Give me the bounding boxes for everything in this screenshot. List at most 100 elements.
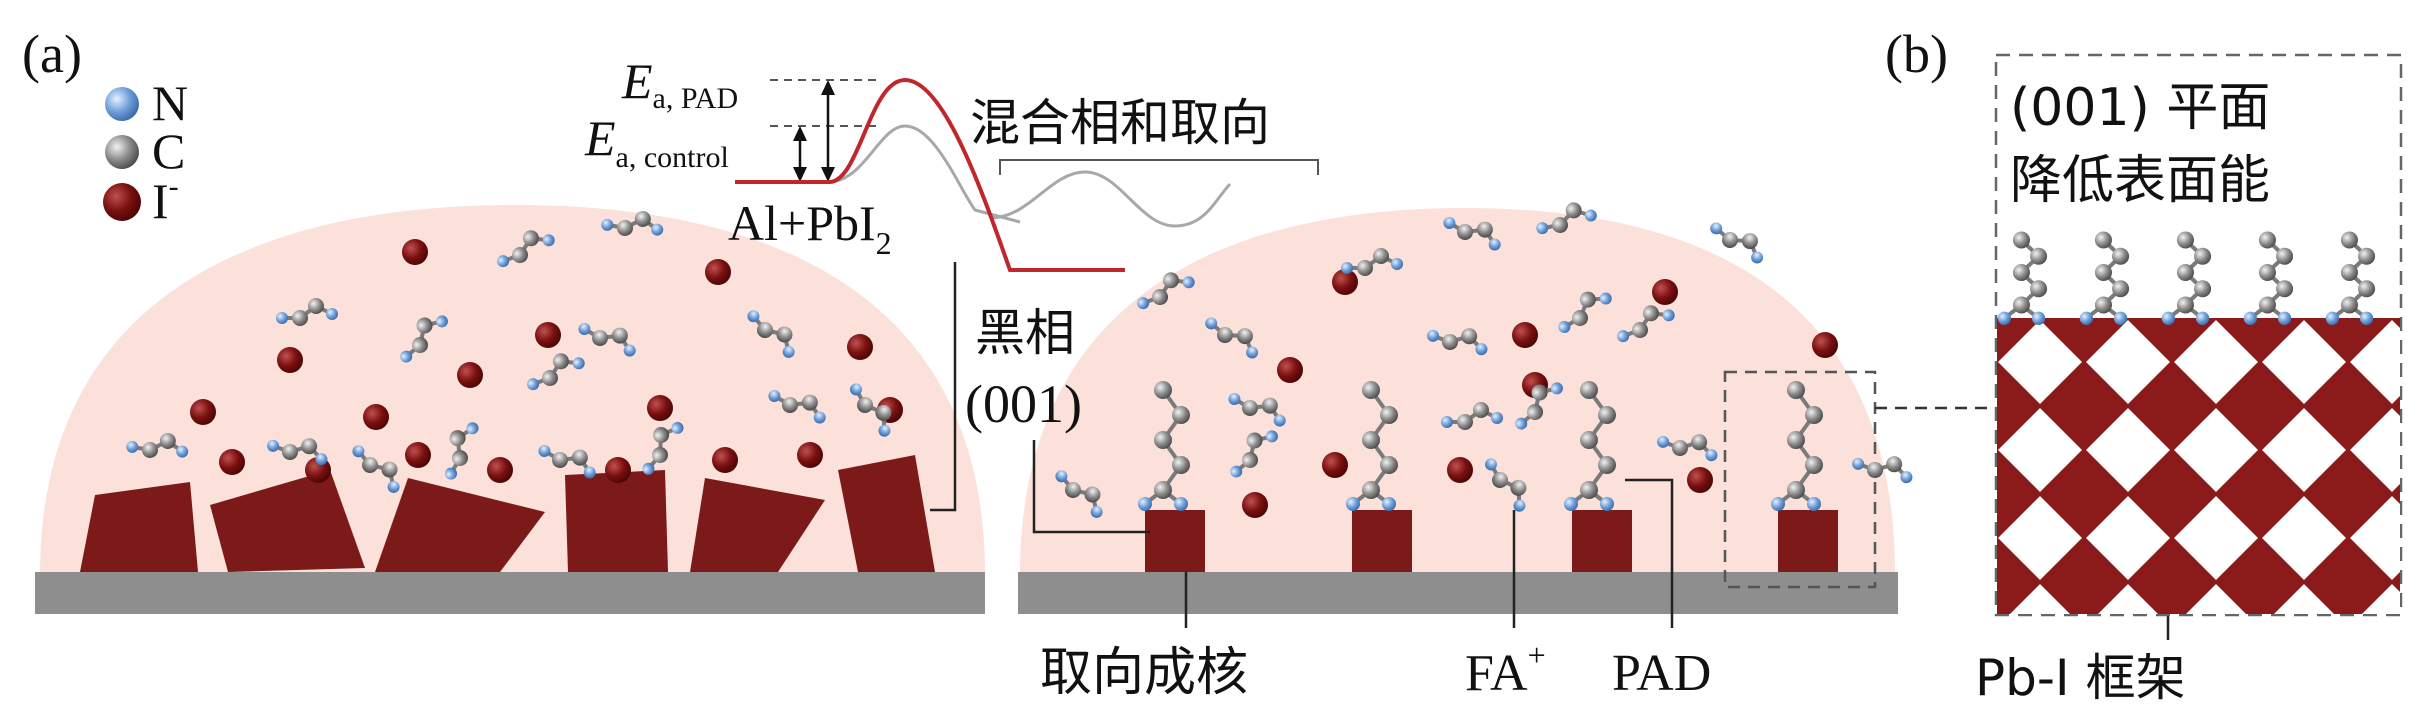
fa-molecule: [768, 390, 826, 424]
fa-superscript: +: [1528, 637, 1546, 673]
nitrogen-atom: [1441, 416, 1453, 428]
iodide-ion: [1277, 357, 1303, 383]
iodide-ion: [1322, 452, 1348, 478]
plane-label-line1: (001) 平面: [2010, 78, 2270, 138]
fa-molecule: [1443, 217, 1501, 251]
fa-molecule: [747, 310, 795, 358]
legend-i-swatch: [103, 183, 141, 221]
carbon-atom: [522, 230, 539, 247]
carbon-atom: [2340, 296, 2358, 314]
nitrogen-atom: [1205, 317, 1218, 330]
carbon-atom: [1065, 482, 1081, 498]
carbon-atom: [757, 322, 773, 338]
carbon-atom: [552, 452, 568, 468]
fa-molecule: [1427, 328, 1488, 356]
iodide-ion: [190, 399, 216, 425]
arrow-head: [793, 126, 807, 141]
carbon-atom: [301, 438, 318, 455]
energy-diagram: [735, 77, 1319, 534]
fa-molecule: [352, 445, 400, 493]
carbon-atom: [1217, 327, 1233, 343]
orientation-label: (001): [965, 374, 1082, 434]
carbon-atom: [2176, 296, 2194, 314]
nitrogen-atom: [578, 323, 591, 335]
carbon-atom: [1154, 481, 1172, 499]
iodide-ion: [1652, 279, 1678, 305]
carbon-atom: [142, 442, 158, 458]
nitrogen-atom: [176, 445, 189, 458]
carbon-atom: [2340, 263, 2358, 282]
carbon-atom: [1580, 431, 1598, 449]
carbon-atom: [1242, 452, 1258, 468]
carbon-atom: [1531, 384, 1548, 401]
carbon-atom: [1261, 397, 1278, 414]
carbon-atom: [1084, 486, 1101, 503]
iodide-ion: [1512, 322, 1538, 348]
carbon-atom: [875, 404, 892, 421]
carbon-atom: [1461, 328, 1478, 345]
nitrogen-atom: [1475, 343, 1488, 356]
nitrogen-atom: [1174, 497, 1188, 511]
nitrogen-atom: [1443, 217, 1456, 229]
carbon-atom: [449, 430, 466, 447]
nitrogen-atom: [768, 390, 781, 402]
carbon-atom: [1380, 406, 1398, 424]
carbon-atom: [1565, 202, 1582, 219]
arrow-head: [821, 80, 835, 95]
fa-molecule: [1055, 470, 1103, 518]
nucleus-block: [1778, 510, 1838, 572]
fa-molecule: [1441, 402, 1503, 430]
nucleation-label: 取向成核: [1040, 643, 1248, 703]
carbon-atom: [2012, 263, 2030, 282]
carbon-atom: [2194, 247, 2212, 265]
fa-molecule: [400, 315, 448, 363]
fa-molecule: [1657, 434, 1718, 462]
reactant-subscript: 2: [876, 225, 892, 261]
carbon-atom: [1362, 481, 1380, 499]
nitrogen-atom: [671, 421, 684, 434]
iodide-ion: [1242, 492, 1268, 518]
carbon-atom: [1552, 217, 1568, 233]
nitrogen-atom: [326, 308, 338, 320]
iodide-ion: [405, 442, 431, 468]
pad-molecule: [1771, 381, 1823, 511]
nitrogen-atom: [1852, 457, 1865, 470]
carbon-atom: [1380, 456, 1398, 474]
nitrogen-atom: [1182, 276, 1195, 289]
carbon-atom: [1672, 440, 1688, 456]
fa-molecule: [578, 323, 636, 357]
iodide-ion: [647, 395, 673, 421]
carbon-atom: [1691, 434, 1708, 451]
carbon-atom: [1442, 334, 1458, 350]
carbon-atom: [2030, 280, 2048, 298]
legend-i-text: I: [152, 173, 169, 229]
nitrogen-atom: [642, 462, 655, 475]
carbon-atom: [571, 449, 588, 466]
carbon-atom: [1457, 414, 1473, 430]
iodide-ion: [705, 259, 731, 285]
carbon-atom: [1473, 402, 1489, 418]
carbon-atom: [552, 353, 569, 370]
fa-molecule: [1515, 382, 1563, 430]
fa-molecule: [1710, 222, 1764, 264]
control-barrier-e: E: [584, 110, 616, 166]
nitrogen-atom: [2243, 311, 2258, 325]
carbon-atom: [2358, 247, 2376, 265]
nitrogen-atom: [1391, 258, 1403, 270]
nitrogen-atom: [1657, 435, 1670, 448]
nitrogen-atom: [315, 453, 328, 466]
carbon-atom: [1722, 232, 1738, 248]
reactant-main: Al+PbI: [728, 195, 876, 251]
nitrogen-atom: [651, 223, 664, 236]
carbon-atom: [2012, 231, 2030, 249]
carbon-atom: [1580, 381, 1598, 399]
fa-molecule: [267, 438, 328, 466]
fa-main: FA: [1465, 645, 1528, 702]
carbon-atom: [452, 450, 468, 466]
nitrogen-atom: [1341, 262, 1353, 274]
panel-b-label: (b): [1885, 24, 1948, 84]
crystal-grain: [375, 478, 545, 572]
carbon-atom: [416, 317, 433, 334]
nitrogen-atom: [782, 345, 795, 358]
nitrogen-atom: [267, 439, 280, 452]
